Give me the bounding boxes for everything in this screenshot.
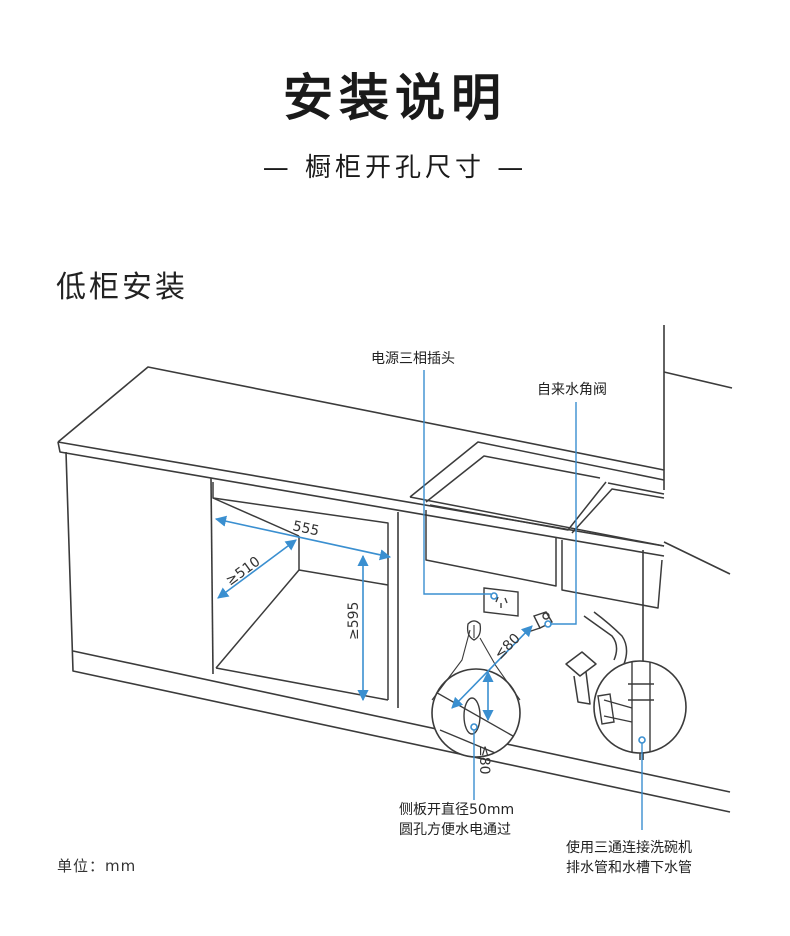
tall-cabinet [663, 325, 733, 575]
socket-label: 电源三相插头 [371, 351, 455, 367]
dishwasher-opening [212, 482, 389, 701]
section-title: 低柜安装 [56, 270, 188, 305]
dim-hole-edge-label: ≤80 [492, 631, 524, 663]
dim-hole-bottom-label: ≤80 [476, 745, 492, 775]
hole-label-line2: 圆孔方便水电通过 [399, 822, 511, 838]
dim-width-label: 555 [291, 518, 320, 539]
callout-dots [470, 592, 646, 744]
page-subtitle: — 橱柜开孔尺寸 — [262, 153, 528, 183]
dimension-lines [214, 515, 533, 722]
hole-label-line1: 侧板开直径50mm [399, 801, 514, 818]
sink [409, 441, 665, 609]
page-title: 安装说明 [283, 69, 507, 127]
dim-height-label: ≥595 [346, 602, 362, 640]
callout-leaders [423, 370, 643, 830]
valve-label: 自来水角阀 [537, 382, 607, 398]
unit-note: 单位：mm [57, 857, 137, 875]
base-cabinet [65, 451, 731, 813]
tee-label-line2: 排水管和水槽下水管 [566, 860, 692, 876]
socket-icon [483, 587, 519, 617]
tee-label-line1: 使用三通连接洗碗机 [566, 839, 692, 856]
dim-depth-label: ≥510 [223, 554, 264, 590]
tee-zoom-circle [593, 660, 687, 754]
